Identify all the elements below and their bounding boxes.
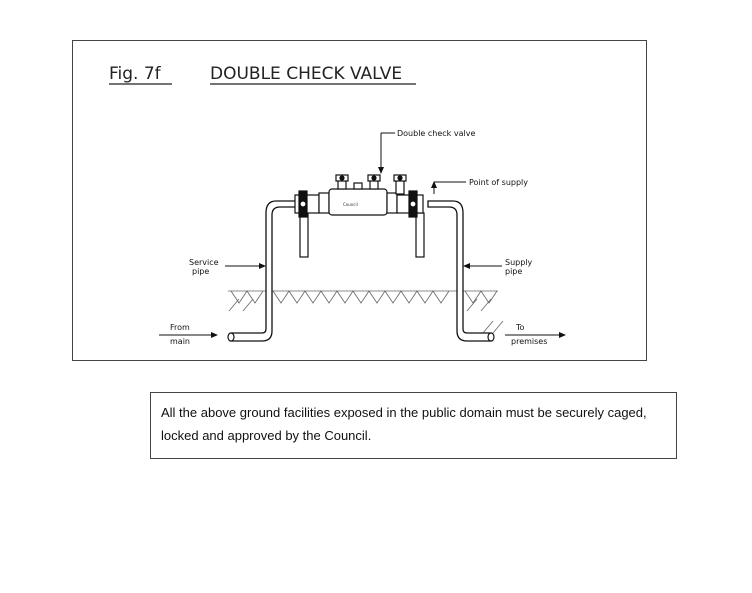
label-to-premises-2: premises (511, 337, 547, 346)
figure-frame: Fig. 7f DOUBLE CHECK VALVE Council (72, 40, 647, 361)
service-pipe (230, 200, 302, 342)
fig-number: Fig. 7f (109, 64, 162, 84)
label-supply-pipe-1: Supply (505, 258, 533, 267)
label-service-pipe-1: Service (189, 258, 219, 267)
label-double-check-valve: Double check valve (397, 129, 475, 138)
figure-title: DOUBLE CHECK VALVE (210, 64, 402, 84)
ground-hatching (228, 290, 504, 334)
valve-assembly: Council (294, 174, 424, 218)
pipe-end-right (487, 332, 495, 342)
label-from-main-1: From (170, 323, 190, 332)
label-to-premises-1: To (515, 323, 525, 332)
label-service-pipe-2: pipe (192, 267, 209, 276)
support-leg-right (415, 212, 425, 258)
svg-text:Council: Council (343, 202, 358, 207)
note-box: All the above ground facilities exposed … (150, 392, 677, 459)
note-text: All the above ground facilities exposed … (161, 405, 647, 443)
supply-pipe (427, 200, 492, 342)
support-leg-left (299, 212, 309, 258)
label-supply-pipe-2: pipe (505, 267, 522, 276)
pipe-end-left (227, 332, 235, 342)
label-from-main-2: main (170, 337, 190, 346)
double-check-valve-diagram: Fig. 7f DOUBLE CHECK VALVE Council (109, 64, 566, 346)
label-point-of-supply: Point of supply (469, 178, 528, 187)
